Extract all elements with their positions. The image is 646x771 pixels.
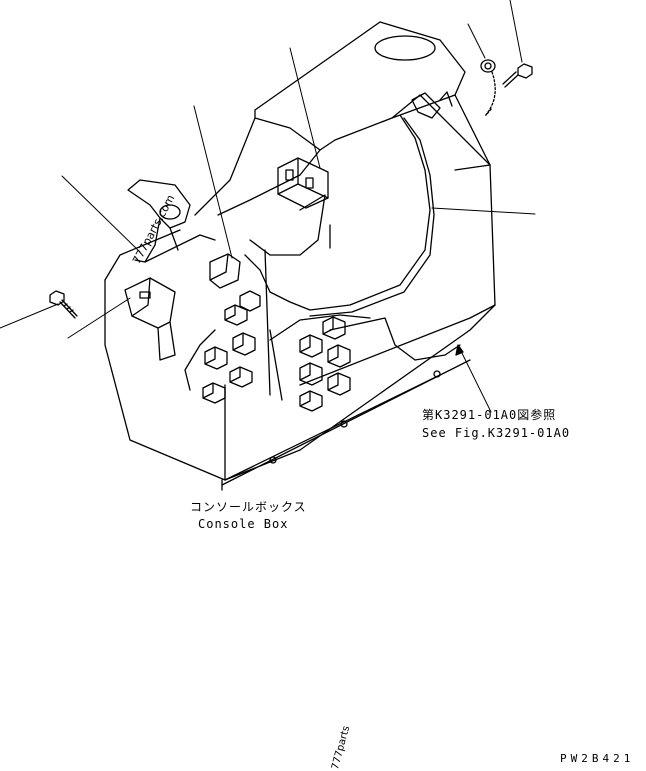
cap-plug [480,59,496,73]
switch-left [124,277,176,361]
switch-mid [209,253,241,289]
console-box-label-jp: コンソールボックス [190,500,307,514]
see-fig-label-en: See Fig.K3291-01A0 [422,426,571,440]
see-fig-label-jp: 第K3291-01A0図参照 [422,408,557,422]
leader-lines [0,0,536,413]
switch-top [277,157,329,209]
relay-blocks [202,290,351,412]
console-box-label-en: Console Box [198,517,289,531]
leader-arrowhead [455,344,464,356]
drawing-code: PW2B421 [560,752,635,765]
bolt-left [49,290,78,319]
shift-lever [127,179,216,263]
lid-round-cap [374,35,436,61]
bolt-top-right [480,59,533,116]
console-box-body [104,21,496,491]
